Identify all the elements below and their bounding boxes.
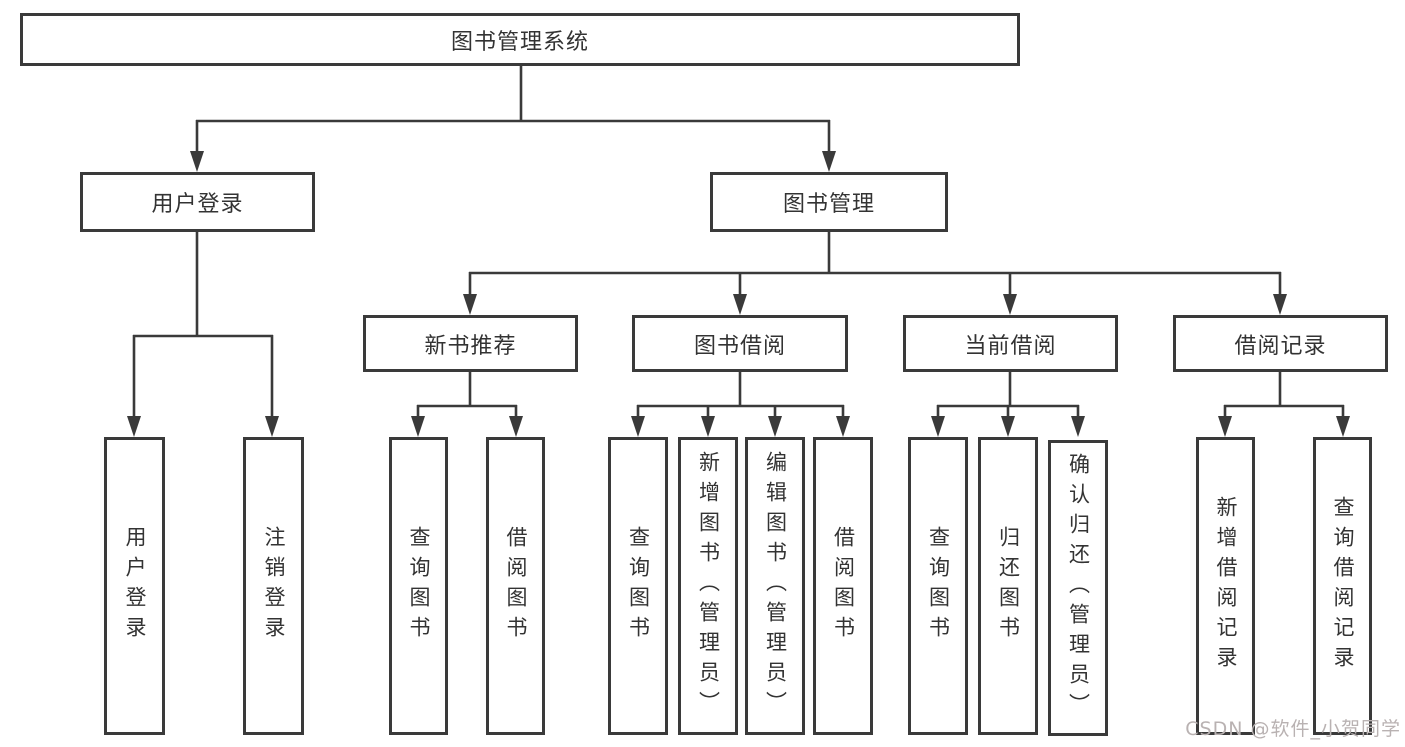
leaf-add-borrow-record: 新增借阅记录 [1196, 437, 1255, 735]
node-borrowing-records: 借阅记录 [1173, 315, 1388, 372]
node-book-management: 图书管理 [710, 172, 948, 232]
leaf-confirm-return-admin-label: 确认归还（管理员） [1066, 453, 1091, 723]
leaf-logout: 注销登录 [243, 437, 304, 735]
node-book-borrowing: 图书借阅 [632, 315, 848, 372]
leaf-borrow-books-borrowing-label: 借阅图书 [831, 526, 856, 646]
leaf-return-books-label: 归还图书 [996, 526, 1021, 646]
leaf-query-books-current-label: 查询图书 [926, 526, 951, 646]
leaf-logout-label: 注销登录 [262, 526, 286, 646]
leaf-edit-book-admin: 编辑图书（管理员） [745, 437, 805, 735]
node-new-book-recommendation: 新书推荐 [363, 315, 578, 372]
node-current-borrowing: 当前借阅 [903, 315, 1118, 372]
leaf-user-login: 用户登录 [104, 437, 165, 735]
leaf-user-login-label: 用户登录 [123, 526, 147, 646]
leaf-add-book-admin-label: 新增图书（管理员） [696, 451, 721, 721]
leaf-query-borrow-record-label: 查询借阅记录 [1331, 496, 1355, 676]
leaf-query-books-borrowing-label: 查询图书 [626, 526, 651, 646]
leaf-return-books: 归还图书 [978, 437, 1038, 735]
leaf-borrow-books-recommend-label: 借阅图书 [504, 526, 528, 646]
leaf-query-books-recommend: 查询图书 [389, 437, 448, 735]
leaf-borrow-books-borrowing: 借阅图书 [813, 437, 873, 735]
leaf-add-book-admin: 新增图书（管理员） [678, 437, 738, 735]
node-user-login: 用户登录 [80, 172, 315, 232]
leaf-confirm-return-admin: 确认归还（管理员） [1048, 440, 1108, 736]
leaf-query-books-current: 查询图书 [908, 437, 968, 735]
leaf-edit-book-admin-label: 编辑图书（管理员） [763, 451, 788, 721]
leaf-query-books-borrowing: 查询图书 [608, 437, 668, 735]
leaf-query-borrow-record: 查询借阅记录 [1313, 437, 1372, 735]
leaf-borrow-books-recommend: 借阅图书 [486, 437, 545, 735]
node-root-system: 图书管理系统 [20, 13, 1020, 66]
leaf-add-borrow-record-label: 新增借阅记录 [1214, 496, 1238, 676]
leaf-query-books-recommend-label: 查询图书 [407, 526, 431, 646]
csdn-watermark: CSDN @软件_小贺同学 [1185, 718, 1401, 740]
